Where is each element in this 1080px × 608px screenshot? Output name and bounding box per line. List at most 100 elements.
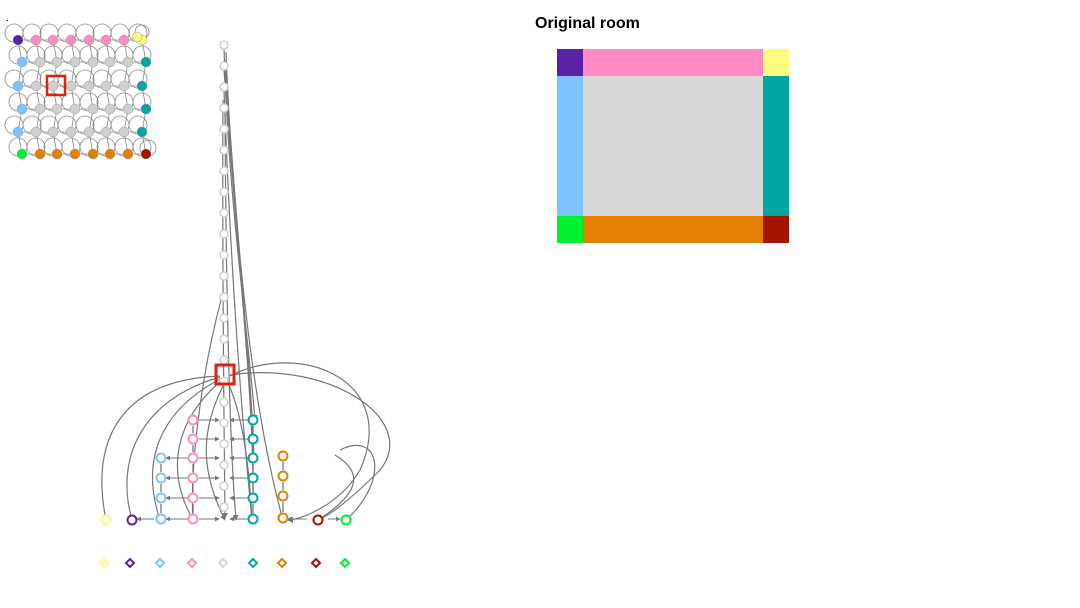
chain-node-gray <box>219 187 229 197</box>
chain-node-gray <box>219 313 229 323</box>
color-legend <box>98 557 351 569</box>
room-graph-node <box>65 80 77 92</box>
room-graph-node <box>122 103 134 115</box>
room-graph-node <box>51 56 63 68</box>
room-graph-node <box>16 103 28 115</box>
room-graph-node <box>16 148 28 160</box>
wall-node-lightblue <box>155 472 167 484</box>
room-graph-node <box>83 126 95 138</box>
legend-gray-interior <box>217 557 229 569</box>
room-graph-node <box>12 34 24 46</box>
chain-node-gray <box>219 481 229 491</box>
room-graph-node <box>69 148 81 160</box>
room-graph-node <box>104 148 116 160</box>
graph-edge <box>317 454 355 521</box>
graph-edge <box>205 381 226 521</box>
wall-node-teal <box>247 472 259 484</box>
graph-edge <box>126 376 221 521</box>
chain-node-gray <box>219 82 229 92</box>
chain-node-gray <box>219 145 229 155</box>
wall-node-pink <box>187 513 199 525</box>
room-graph-node <box>131 31 143 43</box>
original-room <box>557 49 789 243</box>
room-graph-node <box>34 148 46 160</box>
current-position-marker <box>45 74 67 97</box>
current-position-marker <box>214 363 236 386</box>
wall-node-orange <box>277 450 289 462</box>
corner-node-green <box>340 514 352 526</box>
chain-node-gray <box>219 355 229 365</box>
corner-node-purple <box>126 514 138 526</box>
room-graph-node <box>34 56 46 68</box>
small-room-graph <box>4 23 157 160</box>
chain-node-gray <box>219 124 229 134</box>
room-wall-bottom <box>583 216 763 243</box>
room-graph-node <box>118 80 130 92</box>
room-wall-left <box>557 76 583 216</box>
corner-node-yellow <box>100 514 112 526</box>
wall-node-pink <box>187 414 199 426</box>
room-graph-node <box>87 56 99 68</box>
wall-node-pink <box>187 492 199 504</box>
room-graph-node <box>118 126 130 138</box>
wall-node-lightblue <box>155 452 167 464</box>
chain-node-gray <box>219 334 229 344</box>
legend-green-corner <box>339 557 351 569</box>
chain-node-gray <box>219 271 229 281</box>
room-graph-node <box>51 148 63 160</box>
graph-edge <box>229 362 370 523</box>
chain-node-gray <box>219 229 229 239</box>
graph-edge <box>227 382 255 521</box>
room-graph-node <box>51 103 63 115</box>
room-title: Original room <box>535 15 640 32</box>
room-graph-node <box>65 126 77 138</box>
wall-node-orange <box>277 490 289 502</box>
room-corner-top-right <box>763 49 789 76</box>
graph-edge <box>152 377 223 521</box>
wall-node-teal <box>247 452 259 464</box>
graph-edge <box>189 299 222 521</box>
room-graph-node <box>140 103 152 115</box>
room-graph-node <box>100 80 112 92</box>
room-graph-node <box>47 80 59 92</box>
room-graph-node <box>30 126 42 138</box>
wall-node-teal <box>247 433 259 445</box>
legend-yellow-corner <box>98 557 110 569</box>
room-graph-node <box>30 34 42 46</box>
chain-node-gray <box>219 439 229 449</box>
wall-node-lightblue <box>155 513 167 525</box>
wall-node-pink <box>187 433 199 445</box>
graph-edge <box>176 379 223 521</box>
room-graph-node <box>104 56 116 68</box>
stray-dot <box>7 20 8 21</box>
room-graph-node <box>65 34 77 46</box>
chain-node-gray <box>219 208 229 218</box>
chain-node-gray <box>219 397 229 407</box>
room-graph-node <box>69 103 81 115</box>
wall-node-orange <box>277 470 289 482</box>
graph-edge <box>101 375 221 521</box>
legend-orange-wall <box>276 557 288 569</box>
room-graph-node <box>104 103 116 115</box>
chain-node-gray <box>219 292 229 302</box>
room-corner-bottom-left <box>557 216 583 243</box>
wall-node-teal <box>247 414 259 426</box>
legend-pink-wall <box>186 557 198 569</box>
room-graph-node <box>122 56 134 68</box>
chain-node-gray <box>219 166 229 176</box>
legend-teal-wall <box>247 557 259 569</box>
room-graph-node <box>83 80 95 92</box>
wall-node-teal <box>247 492 259 504</box>
room-graph-node <box>136 126 148 138</box>
room-graph-node <box>83 34 95 46</box>
chain-node-gray <box>219 418 229 428</box>
room-graph-node <box>136 80 148 92</box>
room-graph-node <box>140 56 152 68</box>
room-graph-node <box>122 148 134 160</box>
room-graph-node <box>87 148 99 160</box>
graph-edge <box>221 99 228 519</box>
graph-edge <box>229 372 391 521</box>
room-graph-node <box>69 56 81 68</box>
graph-edge <box>339 444 376 521</box>
